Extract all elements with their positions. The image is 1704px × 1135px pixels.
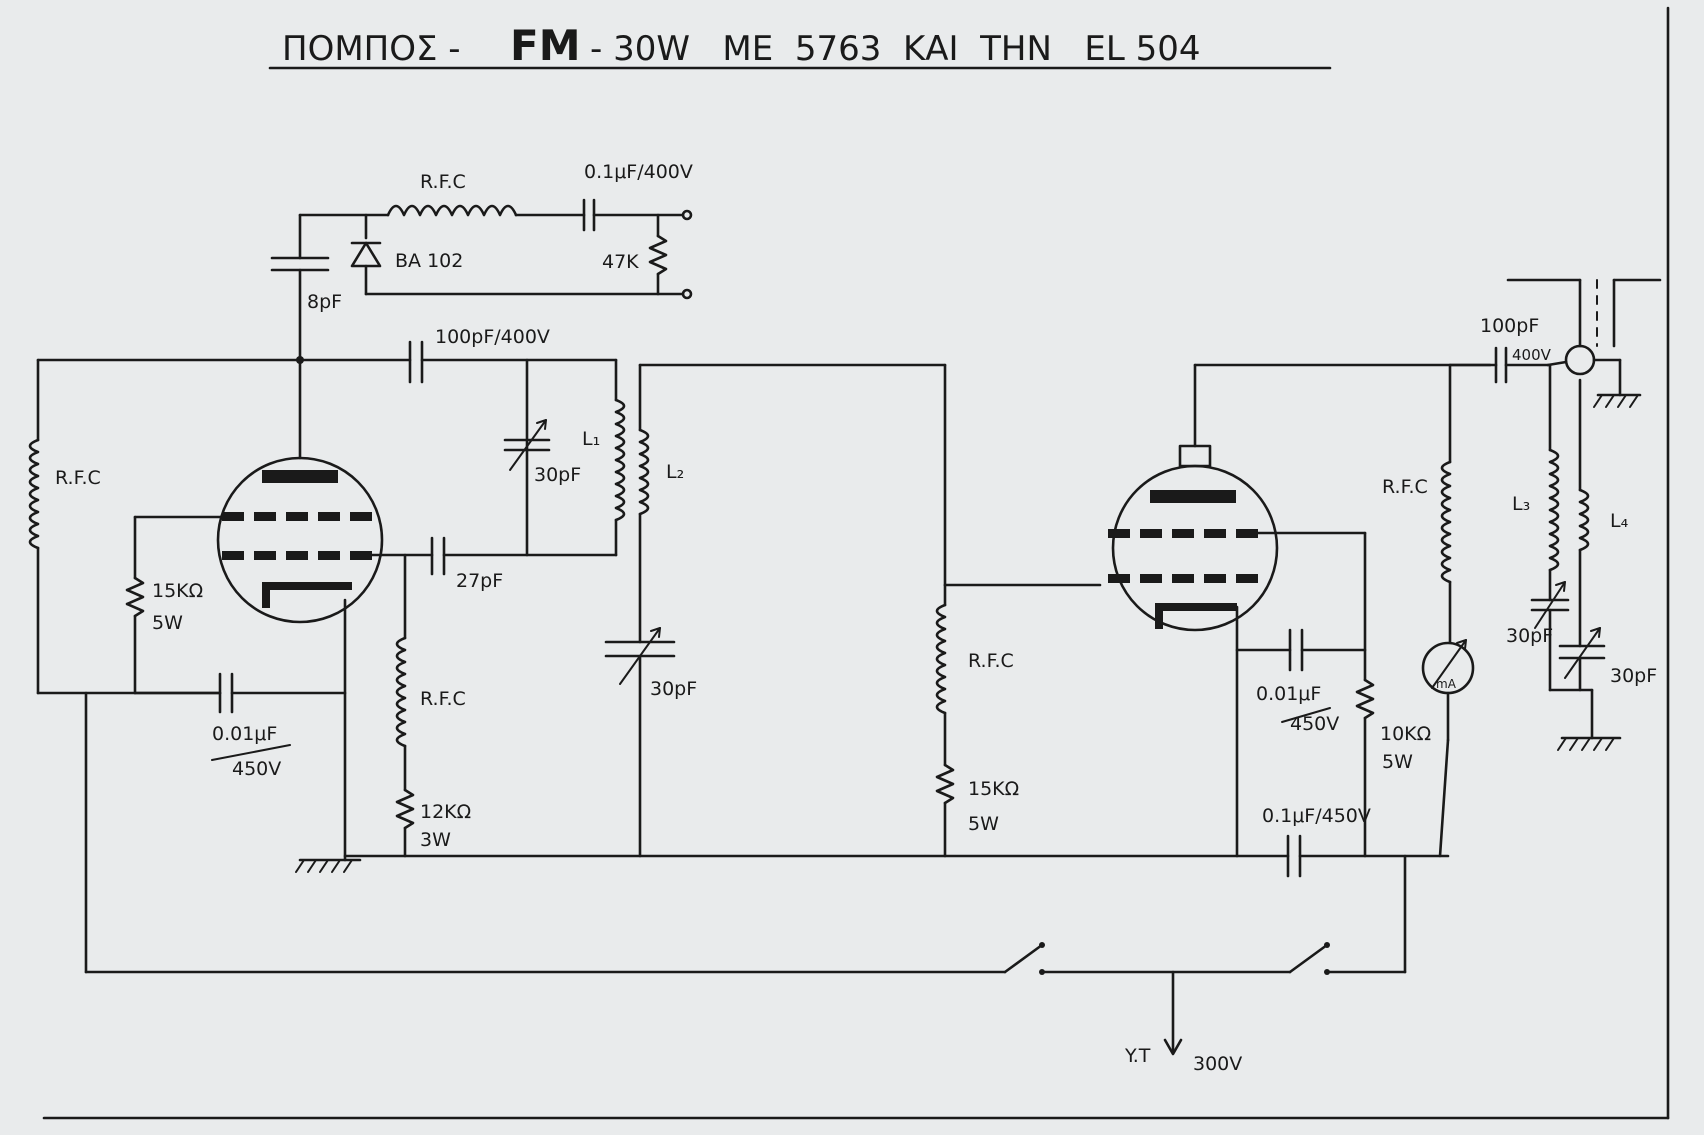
label-12k-1: 12KΩ bbox=[420, 801, 471, 823]
tube2-grid2 bbox=[1108, 574, 1258, 583]
resistor-10k bbox=[1355, 678, 1375, 720]
label-001-a1: 0.01μF bbox=[212, 723, 277, 745]
rfc-screen-coil bbox=[395, 636, 407, 748]
trimmer-30pF-l3 bbox=[1530, 581, 1570, 629]
label-001-b1: 0.01μF bbox=[1256, 683, 1321, 705]
switch-1 bbox=[1003, 942, 1045, 975]
label-cap-0.1uF: 0.1μF/400V bbox=[584, 161, 693, 183]
cap-8pF bbox=[270, 256, 330, 272]
label-rfc-pa-plate: R.F.C bbox=[1382, 476, 1428, 498]
tube1-grid2 bbox=[222, 551, 372, 560]
cap-0.1uF-modulator bbox=[582, 198, 596, 232]
rfc-pa-grid-coil bbox=[935, 603, 947, 715]
pa-section: mA bbox=[935, 278, 1662, 858]
label-diode: BA 102 bbox=[395, 250, 463, 272]
label-supply: Y.T bbox=[1124, 1045, 1151, 1067]
cap-0.01uF-b bbox=[1288, 628, 1304, 672]
supply-section: 0.1μF/450V Y.T 300V bbox=[84, 691, 1450, 1075]
label-l4: L₄ bbox=[1610, 510, 1629, 532]
resistor-15k-a bbox=[125, 576, 145, 618]
label-12k-2: 3W bbox=[420, 829, 451, 851]
coil-l2 bbox=[638, 428, 650, 516]
label-15k-a1: 15KΩ bbox=[152, 580, 203, 602]
label-l2: L₂ bbox=[666, 461, 684, 483]
coax-connector bbox=[1564, 344, 1596, 376]
page-title: ΠΟΜΠΟΣ - FM - 30W ΜΕ 5763 ΚΑΙ ΤΗΝ EL 504 bbox=[268, 21, 1332, 70]
coil-l1 bbox=[614, 398, 626, 522]
label-15k-b2: 5W bbox=[968, 813, 999, 835]
input-terminal-bottom bbox=[681, 288, 693, 300]
label-rfc-screen: R.F.C bbox=[420, 688, 466, 710]
label-30pf-l1: 30pF bbox=[534, 464, 581, 486]
cap-0.1uF-450V bbox=[1286, 834, 1302, 878]
label-30pf-l2: 30pF bbox=[650, 678, 697, 700]
trimmer-30pF-l4 bbox=[1558, 627, 1606, 679]
oscillator-section: 100pF/400V R.F.C 15KΩ 5W L₁ L₂ 30pF 27pF… bbox=[28, 326, 947, 873]
resistor-47k bbox=[648, 234, 668, 276]
trimmer-30pF-l1 bbox=[503, 419, 551, 471]
coil-l4 bbox=[1578, 488, 1590, 552]
title-part-1: ΠΟΜΠΟΣ - bbox=[282, 29, 461, 69]
switch-2 bbox=[1288, 942, 1330, 975]
resistor-12k bbox=[395, 788, 415, 830]
tube1-grid1 bbox=[222, 512, 372, 521]
label-rfc-modulator: R.F.C bbox=[420, 171, 466, 193]
tube2-cathode bbox=[1155, 603, 1237, 629]
label-001-a2: 450V bbox=[232, 758, 281, 780]
input-terminal-top bbox=[681, 209, 693, 221]
label-100pf-out-1: 100pF bbox=[1480, 315, 1539, 337]
rfc-pa-plate-coil bbox=[1440, 460, 1452, 584]
label-l1: L₁ bbox=[582, 428, 600, 450]
cap-100pF-output bbox=[1494, 346, 1508, 384]
label-15k-b1: 15KΩ bbox=[968, 778, 1019, 800]
label-30pf-l4: 30pF bbox=[1610, 665, 1657, 687]
resistor-15k-b bbox=[935, 763, 955, 805]
label-supply-voltage: 300V bbox=[1193, 1053, 1242, 1075]
label-l3: L₃ bbox=[1512, 493, 1530, 515]
title-part-2: FM bbox=[510, 21, 581, 70]
label-30pf-l3: 30pF bbox=[1506, 625, 1553, 647]
tube2-grid1 bbox=[1108, 529, 1258, 538]
tube1-cathode bbox=[262, 582, 352, 608]
label-10k-2: 5W bbox=[1382, 751, 1413, 773]
rfc-modulator-coil bbox=[386, 204, 518, 217]
label-meter: mA bbox=[1436, 677, 1457, 691]
label-100pf-out-2: 400V bbox=[1512, 346, 1552, 364]
rfc-grid-coil bbox=[28, 438, 40, 550]
modulator-section: R.F.C 0.1μF/400V BA 102 47K 8pF bbox=[270, 161, 693, 362]
label-15k-a2: 5W bbox=[152, 612, 183, 634]
cap-27pF bbox=[430, 536, 446, 576]
label-100pf-osc: 100pF/400V bbox=[435, 326, 550, 348]
label-rfc-grid: R.F.C bbox=[55, 467, 101, 489]
label-10k-1: 10KΩ bbox=[1380, 723, 1431, 745]
label-27pf: 27pF bbox=[456, 570, 503, 592]
title-part-3: - 30W ΜΕ 5763 ΚΑΙ ΤΗΝ EL 504 bbox=[590, 29, 1200, 69]
diode-ba102 bbox=[350, 241, 382, 268]
label-8pf: 8pF bbox=[307, 291, 342, 313]
label-01-450: 0.1μF/450V bbox=[1262, 805, 1371, 827]
label-001-b2: 450V bbox=[1290, 713, 1339, 735]
label-47k: 47K bbox=[602, 251, 639, 273]
cap-100pF-oscillator bbox=[408, 340, 424, 384]
coil-l3 bbox=[1548, 448, 1560, 572]
frame bbox=[42, 6, 1670, 1120]
label-rfc-pa-grid: R.F.C bbox=[968, 650, 1014, 672]
cap-0.01uF-a bbox=[218, 672, 234, 714]
